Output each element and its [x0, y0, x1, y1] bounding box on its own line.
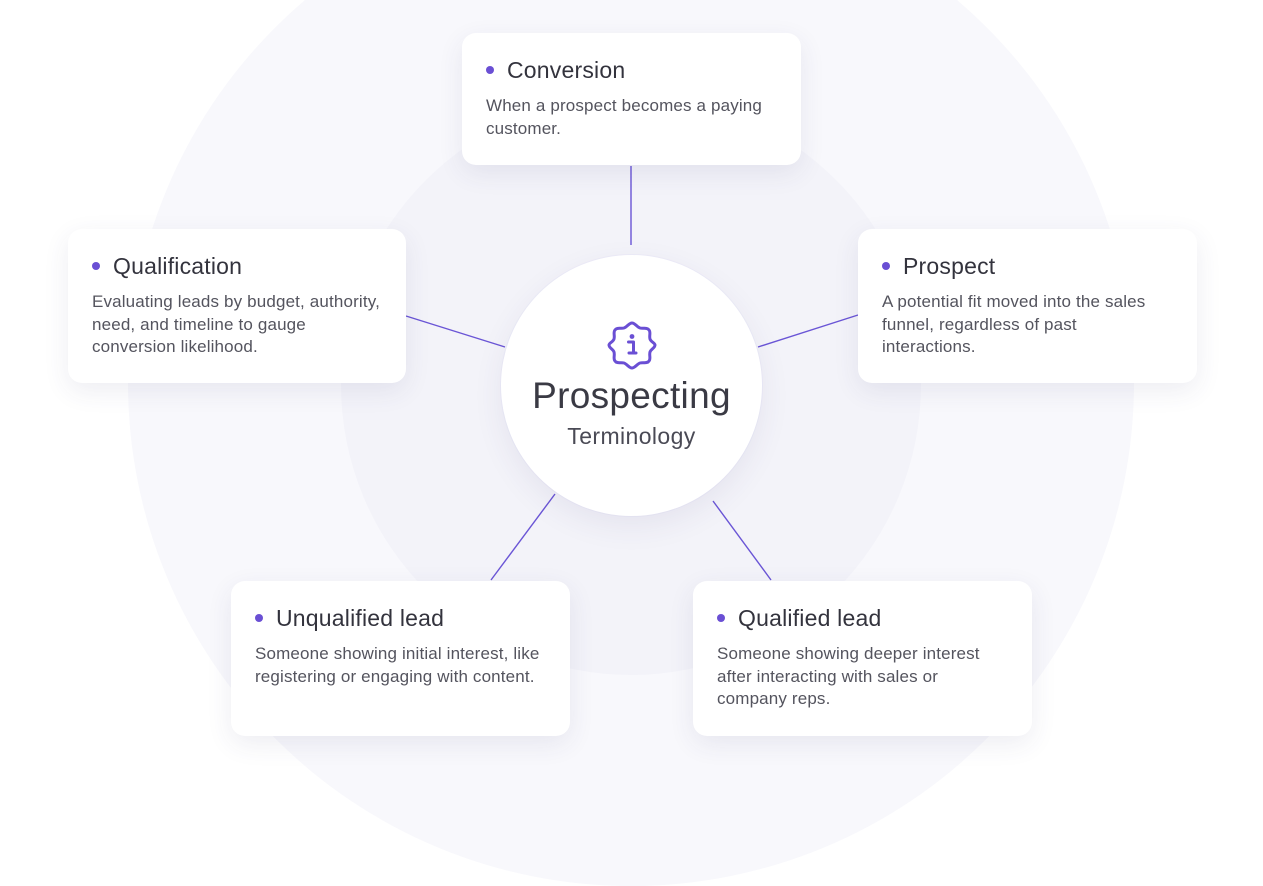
card-header: Prospect: [882, 251, 1173, 281]
card-header: Qualified lead: [717, 603, 1008, 633]
card-title: Unqualified lead: [276, 604, 445, 631]
bullet-dot-icon: [486, 66, 494, 74]
card-conversion: Conversion When a prospect becomes a pay…: [462, 33, 801, 165]
connector-qualified-lead: [712, 500, 772, 581]
card-title: Prospect: [903, 252, 996, 279]
card-description: Someone showing deeper interest after in…: [717, 644, 980, 708]
bullet-dot-icon: [255, 614, 263, 622]
card-header: Unqualified lead: [255, 603, 546, 633]
bullet-dot-icon: [92, 262, 100, 270]
hub-subtitle: Terminology: [567, 423, 696, 449]
card-qualification: Qualification Evaluating leads by budget…: [68, 229, 406, 383]
card-title: Conversion: [507, 56, 626, 83]
card-title: Qualified lead: [738, 604, 882, 631]
card-header: Qualification: [92, 251, 382, 281]
card-qualified-lead: Qualified lead Someone showing deeper in…: [693, 581, 1032, 736]
hub-title: Prospecting: [532, 375, 731, 416]
card-description: Evaluating leads by budget, authority, n…: [92, 292, 380, 356]
card-description: A potential fit moved into the sales fun…: [882, 292, 1146, 356]
connector-qualification: [405, 315, 506, 348]
bullet-dot-icon: [882, 262, 890, 270]
card-prospect: Prospect A potential fit moved into the …: [858, 229, 1197, 383]
card-description: When a prospect becomes a paying custome…: [486, 96, 763, 138]
info-badge-icon: [607, 321, 657, 370]
card-header: Conversion: [486, 55, 777, 85]
connector-prospect: [757, 314, 859, 348]
card-title: Qualification: [113, 252, 243, 279]
connector-lines: [405, 166, 859, 581]
connector-unqualified-lead: [490, 493, 556, 581]
bullet-dot-icon: [717, 614, 725, 622]
card-unqualified-lead: Unqualified lead Someone showing initial…: [231, 581, 570, 736]
hub-circle: Prospecting Terminology: [501, 255, 762, 516]
card-description: Someone showing initial interest, like r…: [255, 644, 540, 686]
